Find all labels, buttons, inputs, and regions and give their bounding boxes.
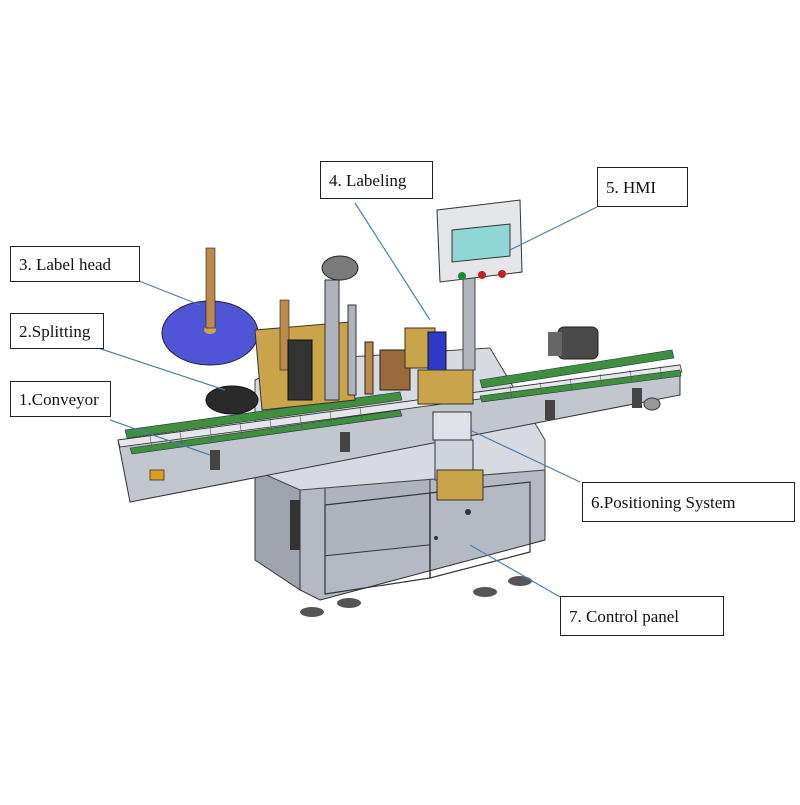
drive-motor [548,326,599,360]
machine-feet [300,576,532,617]
hmi-post [436,199,523,371]
leader-lines [91,202,598,598]
labeling-unit [404,327,474,405]
callout-hmi: 5. HMI [597,167,688,207]
label-reel [161,247,305,415]
label-head-assembly [254,255,411,411]
callout-control-panel: 7. Control panel [560,596,724,636]
control-cabinet [254,439,546,601]
conveyor-frame [117,349,683,503]
callout-label-head: 3. Label head [10,246,140,282]
callout-splitting: 2.Splitting [10,313,104,349]
callout-labeling: 4. Labeling [320,161,433,199]
positioning-system [432,411,484,515]
callout-conveyor: 1.Conveyor [10,381,111,417]
callout-positioning-system: 6.Positioning System [582,482,795,522]
